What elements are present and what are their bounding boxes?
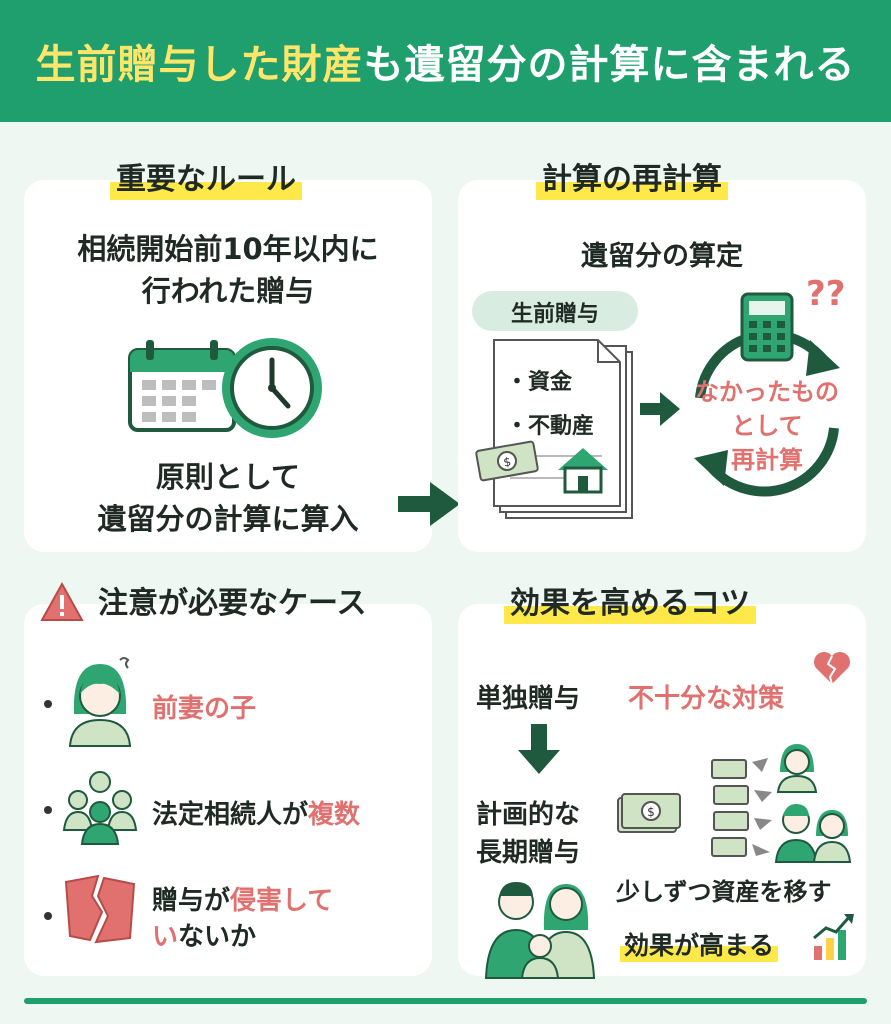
- plan-line2: 長期贈与: [476, 838, 581, 868]
- family-icon: [484, 882, 596, 979]
- arrow-down-icon: [518, 724, 560, 774]
- caution-title: 注意が必要なケース: [98, 586, 367, 621]
- cycle-text1: なかったもの: [695, 378, 839, 406]
- calculator-icon: [740, 292, 794, 362]
- recalc-subtitle: 遺留分の算定: [581, 241, 743, 272]
- move-assets-text: 少しずつ資産を移す: [616, 878, 832, 906]
- warning-icon: [40, 581, 84, 621]
- svg-text:$: $: [647, 805, 655, 819]
- cycle-text2: として: [731, 412, 803, 440]
- banknote-icon: $: [475, 440, 539, 482]
- case-multiple-heirs: 法定相続人が複数: [152, 794, 360, 831]
- gift-label: 生前贈与: [510, 302, 599, 327]
- money-flow-icon: $: [617, 758, 772, 857]
- case-infringement-line1: 贈与が侵害して: [152, 880, 333, 917]
- title-rest: も遺留分の計算に含まれる: [363, 42, 856, 88]
- question-marks: ??: [806, 274, 846, 314]
- recipient-couple-icon: [774, 804, 852, 863]
- rule-note1: 原則として: [155, 460, 301, 494]
- header-banner: 生前贈与した財産も遺留分の計算に含まれる: [0, 0, 891, 122]
- case-ex-wife-child: 前妻の子: [152, 694, 257, 724]
- gift-label-pill: [472, 291, 638, 331]
- case3-plain-b: ないか: [178, 922, 257, 952]
- plan-line1: 計画的な: [476, 800, 581, 830]
- case3-red-b: い: [152, 922, 179, 952]
- title-highlight: 生前贈与した財産: [35, 42, 364, 88]
- bullet-1: [44, 700, 52, 708]
- bottom-bar: [24, 998, 867, 1004]
- case-infringement-line2: いないか: [152, 916, 256, 953]
- cycle-text3: 再計算: [731, 446, 803, 474]
- worried-woman-icon: [68, 657, 132, 747]
- single-gift: 単独贈与: [476, 684, 581, 714]
- tips-title: 効果を高めるコツ: [504, 584, 756, 624]
- svg-text:$: $: [502, 454, 512, 469]
- arrow-right-small-icon: [640, 392, 680, 426]
- page-title: 生前贈与した財産も遺留分の計算に含まれる: [36, 32, 856, 90]
- insufficient-measure: 不十分な対策: [628, 684, 785, 714]
- recalc-title: 計算の再計算: [536, 160, 728, 200]
- arrow-right-icon: [398, 482, 460, 526]
- recipient-woman-icon: [776, 744, 818, 793]
- house-icon: [558, 448, 608, 494]
- case2-plain: 法定相続人が: [152, 800, 309, 830]
- gift-item-realestate: ・不動産: [506, 414, 595, 439]
- rising-chart-icon: [813, 914, 854, 960]
- case2-red: 複数: [308, 800, 361, 830]
- clock-icon: [222, 338, 322, 438]
- rule-line2: 行われた贈与: [141, 274, 315, 308]
- bullet-2: [44, 806, 52, 814]
- rule-title: 重要なルール: [110, 160, 302, 200]
- rule-line1: 相続開始前10年以内に: [77, 232, 379, 266]
- case3-red-a: 侵害して: [230, 886, 334, 916]
- bullet-3: [44, 912, 52, 920]
- gift-item-funds: ・資金: [506, 370, 573, 395]
- torn-paper-icon: [64, 874, 136, 944]
- group-people-icon: [62, 771, 138, 845]
- broken-heart-icon: [814, 652, 850, 685]
- rule-note2: 遺留分の計算に算入: [97, 502, 359, 536]
- effect-text: 効果が高まる: [620, 926, 779, 962]
- case3-plain: 贈与が: [152, 886, 231, 916]
